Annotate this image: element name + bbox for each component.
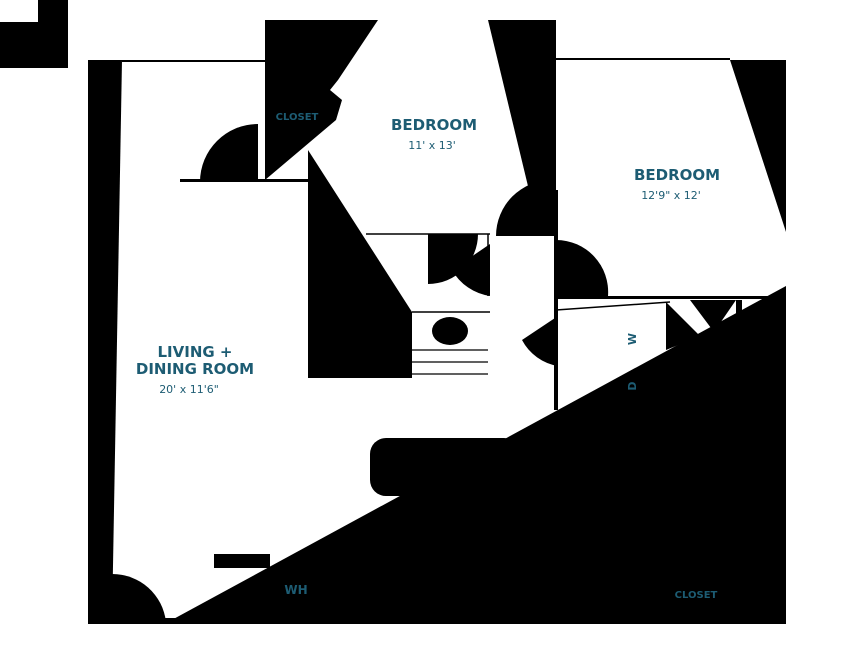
door-swing-laundry [522, 316, 558, 366]
living-title-line1: LIVING + [158, 343, 233, 361]
living-dims: 20' x 11'6" [159, 383, 219, 396]
door-swing-bedroom2 [556, 239, 609, 296]
corner-block [0, 0, 68, 68]
washer-label: W [626, 333, 639, 345]
door-swing-bedroom1 [496, 180, 552, 236]
bedroom-2-title: BEDROOM [634, 166, 720, 184]
laundry-wedges [666, 300, 742, 350]
door-swing-hall-a [428, 234, 478, 284]
labels: CLOSET BEDROOM 11' x 13' BEDROOM 12'9" x… [136, 112, 720, 601]
walls [88, 20, 786, 624]
door-swing-entry [112, 573, 166, 622]
bedroom-1-title: BEDROOM [391, 116, 477, 134]
closet-top-label: CLOSET [276, 112, 319, 123]
closet-bottom-label: CLOSET [675, 590, 718, 601]
door-swing-closet [200, 124, 258, 182]
bedroom-1-dims: 11' x 13' [408, 139, 456, 152]
interior-lines [366, 233, 671, 375]
bedroom-2-dims: 12'9" x 12' [641, 189, 701, 202]
door-swing-hall-b [452, 244, 490, 296]
water-heater-label: WH [284, 583, 307, 597]
living-title-line2: DINING ROOM [136, 360, 254, 378]
dryer-label: D [626, 381, 639, 390]
toilet-icon [432, 317, 468, 345]
door-swings [112, 124, 609, 622]
